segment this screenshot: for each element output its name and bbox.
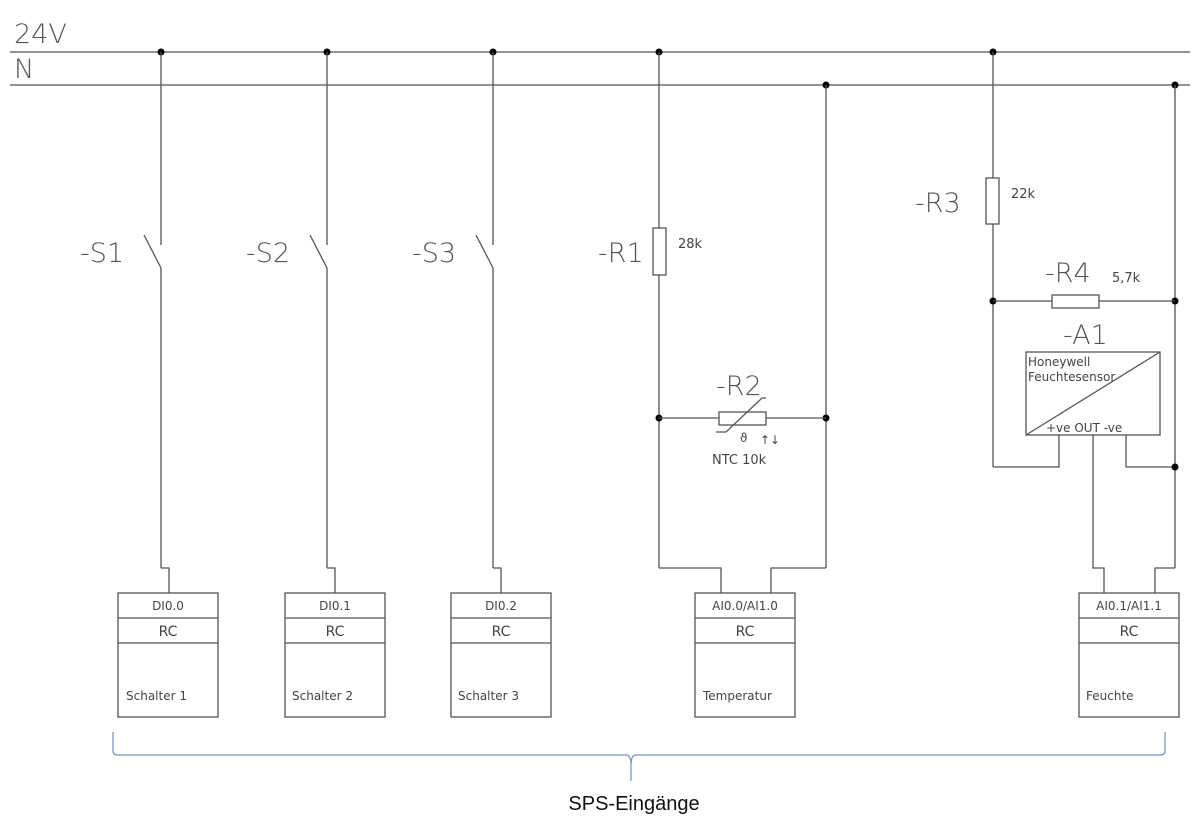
resistor-r4[interactable] — [1051, 294, 1100, 309]
plc-module-di0-2[interactable]: DI0.2 RC Schalter 3 — [450, 592, 552, 718]
footer-group: SPS-Eingänge — [112, 732, 1166, 815]
power-rails: 24V N — [10, 19, 1190, 86]
curly-brace-icon — [112, 732, 1166, 781]
module-frame — [1078, 592, 1180, 718]
module-address: DI0.2 — [485, 599, 517, 613]
wire — [1125, 435, 1175, 468]
rail-label-24v: 24V — [14, 19, 67, 50]
module-description: Schalter 3 — [458, 689, 519, 703]
module-description: Temperatur — [702, 689, 772, 703]
plc-module-di0-1[interactable]: DI0.1 RC Schalter 2 — [284, 592, 386, 718]
plc-modules: DI0.0 RC Schalter 1 DI0.1 RC Schalter 2 … — [117, 592, 1180, 718]
rail-label-n: N — [14, 54, 34, 85]
ntc-arrows-icon: ↑↓ — [760, 433, 780, 447]
module-frame — [694, 592, 796, 718]
switch-contact-s3[interactable] — [475, 234, 494, 269]
plc-module-di0-0[interactable]: DI0.0 RC Schalter 1 — [117, 592, 219, 718]
switch-tag-s3: -S3 — [412, 238, 456, 269]
plc-module-ai0-1[interactable]: AI0.1/AI1.1 RC Feuchte — [1078, 592, 1180, 718]
module-frame — [117, 592, 219, 718]
sensor-tag-a1: -A1 — [1063, 320, 1108, 351]
resistor-tag-r1: -R1 — [598, 238, 644, 269]
wire — [327, 567, 336, 593]
branch-s1: -S1 — [80, 48, 170, 593]
module-description: Schalter 1 — [126, 689, 187, 703]
wire — [493, 567, 502, 593]
temperature-symbol: ϑ — [740, 431, 747, 445]
switch-contact-s1[interactable] — [143, 234, 162, 269]
thermistor-r2[interactable] — [718, 411, 767, 426]
plc-module-ai0-0[interactable]: AI0.0/AI1.0 RC Temperatur — [694, 592, 796, 718]
sensor-pins: +ve OUT -ve — [1046, 421, 1122, 435]
module-address: AI0.1/AI1.1 — [1096, 599, 1162, 613]
ntc-slash-icon — [716, 397, 766, 433]
module-frame — [284, 592, 386, 718]
module-type: RC — [736, 624, 755, 640]
module-description: Schalter 2 — [292, 689, 353, 703]
module-type: RC — [159, 624, 178, 640]
branch-s3: -S3 — [412, 48, 502, 593]
resistor-tag-r4: -R4 — [1045, 258, 1091, 289]
resistor-tag-r2: -R2 — [716, 371, 762, 402]
switch-tag-s1: -S1 — [80, 238, 124, 269]
switch-tag-s2: -S2 — [246, 238, 290, 269]
module-address: DI0.0 — [152, 599, 184, 613]
junction-dot — [1171, 463, 1179, 471]
module-address: AI0.0/AI1.0 — [712, 599, 778, 613]
footer-label: SPS-Eingänge — [568, 793, 699, 815]
branch-temperature: -R1 28k -R2 ϑ ↑↓ NTC 10k — [598, 48, 830, 593]
resistor-tag-r3: -R3 — [915, 188, 961, 219]
sensor-line2: Feuchtesensor — [1028, 370, 1115, 384]
module-type: RC — [326, 624, 345, 640]
branch-s2: -S2 — [246, 48, 336, 593]
wire — [1154, 567, 1175, 593]
module-frame — [450, 592, 552, 718]
wire — [770, 567, 826, 593]
module-type: RC — [1120, 624, 1139, 640]
resistor-value-r2: NTC 10k — [712, 453, 767, 468]
resistor-value-r3: 22k — [1011, 187, 1036, 202]
module-type: RC — [492, 624, 511, 640]
converter-diagonal-icon — [1025, 351, 1161, 436]
wire — [161, 567, 170, 593]
branch-humidity: -R3 22k -R4 5,7k -A1 Honeywell Feuchtese… — [915, 48, 1179, 593]
switch-contact-s2[interactable] — [309, 234, 328, 269]
sensor-line1: Honeywell — [1028, 355, 1090, 369]
wire — [1092, 435, 1105, 593]
resistor-r1[interactable] — [652, 227, 667, 276]
wire — [659, 567, 722, 593]
module-description: Feuchte — [1086, 689, 1134, 703]
resistor-value-r1: 28k — [678, 237, 703, 252]
resistor-r3[interactable] — [985, 177, 1000, 225]
resistor-value-r4: 5,7k — [1112, 271, 1141, 286]
module-address: DI0.1 — [319, 599, 351, 613]
wire — [993, 435, 1060, 468]
